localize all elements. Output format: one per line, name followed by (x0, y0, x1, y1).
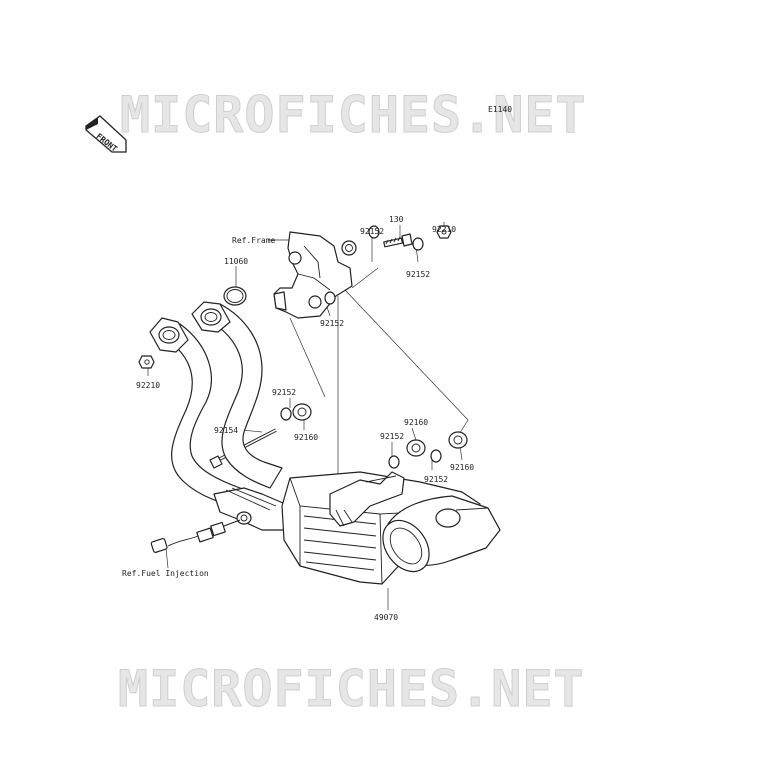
watermark-top: MICROFICHES.NET (120, 86, 587, 144)
label-92152-d: 92152 (272, 388, 296, 397)
flange-left (149, 317, 189, 353)
frame-bracket (273, 231, 357, 319)
collar-92152-right (412, 237, 424, 251)
ref-fuel-label: Ref.Fuel Injection (122, 569, 209, 578)
muffler-49070 (281, 471, 501, 585)
collar-92152-bracket (324, 291, 336, 305)
label-49070: 49070 (374, 613, 398, 622)
exhaust-pipes (149, 301, 291, 531)
flange-right (191, 301, 231, 333)
bolt-130 (383, 233, 413, 248)
label-92154: 92154 (214, 426, 238, 435)
label-92160-c: 92160 (450, 463, 474, 472)
label-11060: 11060 (224, 257, 248, 266)
ref-frame-label: Ref.Frame (232, 236, 276, 245)
collar-92152-mid (388, 455, 400, 469)
label-92210-b: 92210 (136, 381, 160, 390)
collar-92152-right-low (430, 449, 442, 463)
collar-92152-top (368, 225, 380, 239)
o2-sensor (150, 519, 241, 553)
nut-92210-top (436, 225, 452, 239)
label-92210-a: 92210 (432, 225, 456, 234)
nut-92210-left (138, 355, 155, 369)
diagram-code: E1140 (488, 105, 512, 114)
label-130: 130 (389, 215, 404, 224)
label-92160-b: 92160 (404, 418, 428, 427)
label-92152-f: 92152 (424, 475, 448, 484)
label-92152-a: 92152 (360, 227, 384, 236)
label-92152-b: 92152 (406, 270, 430, 279)
collar-92152-lower (280, 407, 292, 421)
label-92160-a: 92160 (294, 433, 318, 442)
grommet-92160-left (292, 403, 312, 421)
label-92152-e: 92152 (380, 432, 404, 441)
watermark-bottom: MICROFICHES.NET (118, 660, 585, 718)
label-92152-c: 92152 (320, 319, 344, 328)
part-labels: Ref.Frame Ref.Fuel Injection 130 92152 9… (122, 215, 474, 622)
grommet-92160-right (448, 431, 468, 449)
grommet-92160-mid (406, 439, 426, 457)
